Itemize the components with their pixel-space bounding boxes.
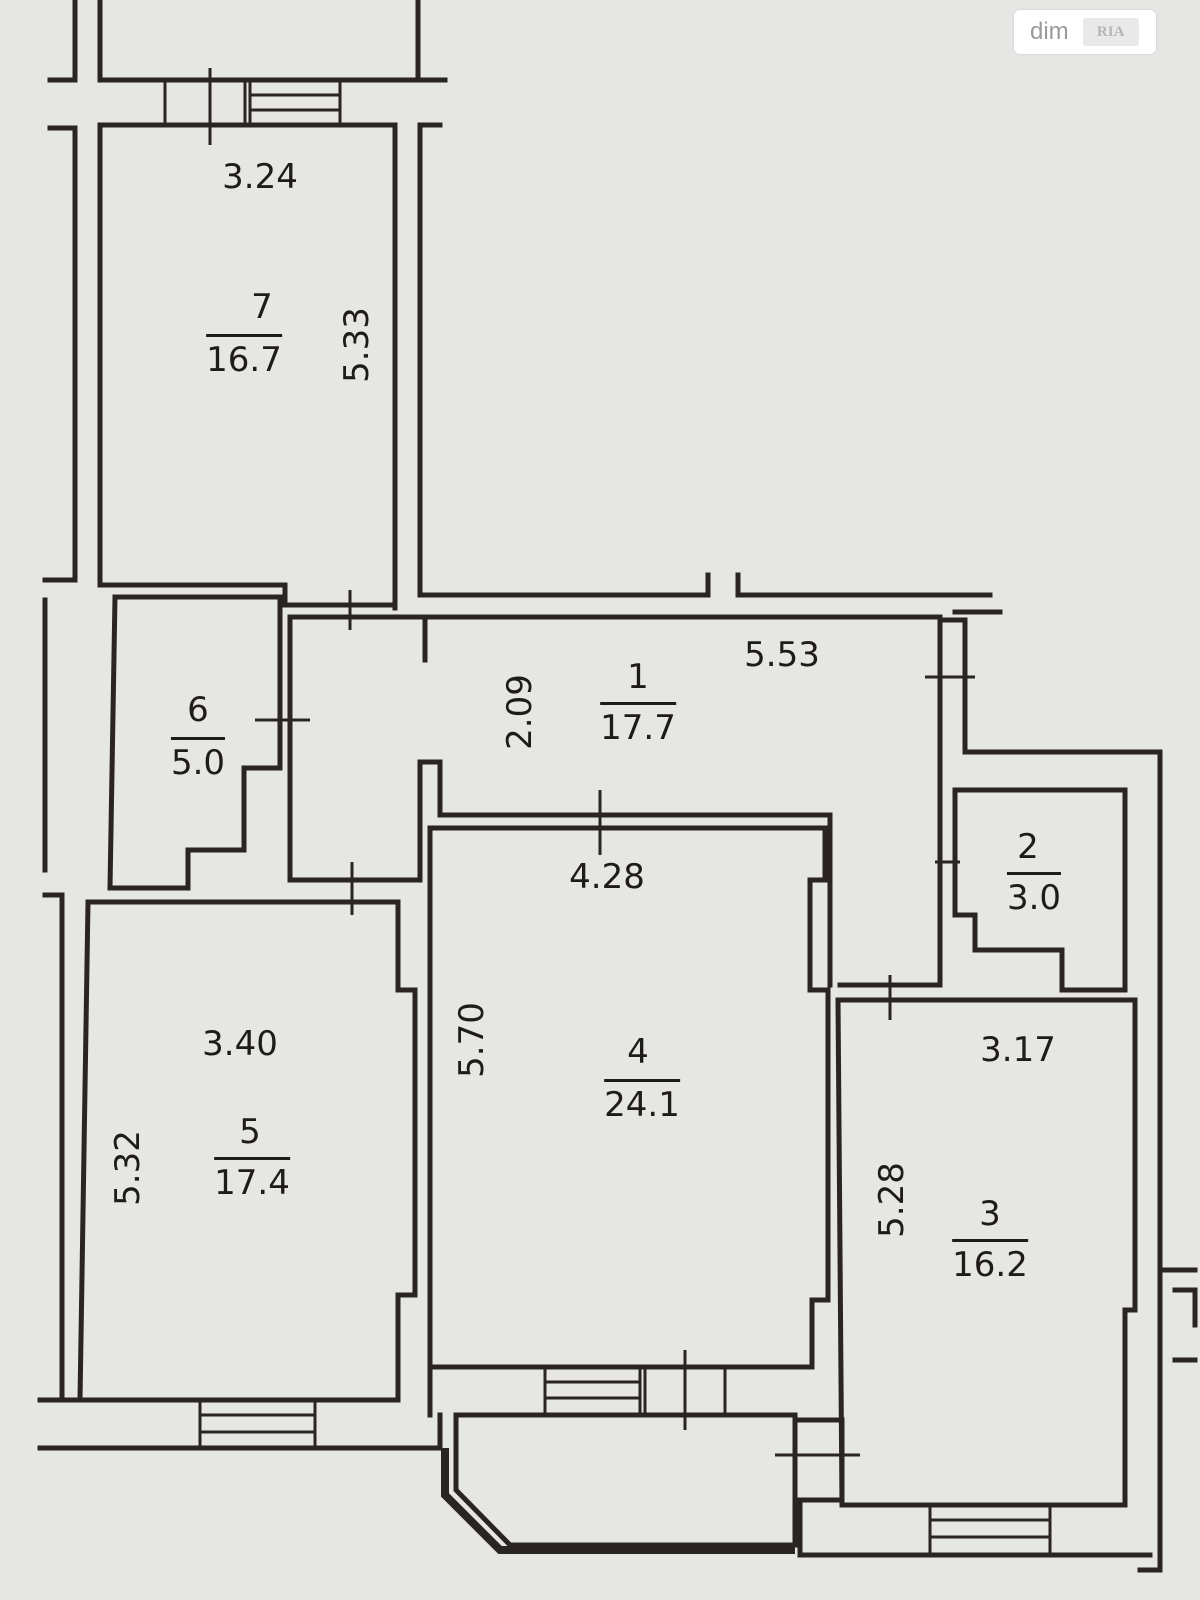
window-room-7	[163, 78, 342, 127]
room-2-number: 2	[1017, 827, 1039, 867]
room-5-width: 3.40	[202, 1024, 278, 1064]
window-room-4	[543, 1365, 727, 1417]
room-1-area: 17.7	[600, 702, 676, 745]
room-2-area: 3.0	[1006, 872, 1062, 915]
room-7-area: 16.7	[206, 334, 282, 377]
door-marks	[208, 68, 975, 1457]
room-3-area: 16.2	[952, 1239, 1028, 1282]
room-5-area: 17.4	[214, 1157, 290, 1200]
room-4-number: 4	[627, 1032, 649, 1072]
room-1-length: 5.53	[744, 635, 820, 675]
window-room-3	[928, 1503, 1052, 1557]
room-3-length: 5.28	[872, 1162, 912, 1238]
room-5-number: 5	[239, 1112, 261, 1152]
room-1-number: 1	[627, 657, 649, 697]
ria-logo: RIA	[1082, 18, 1139, 46]
room-6-area: 5.0	[170, 737, 226, 780]
room-3-width: 3.17	[980, 1030, 1056, 1070]
room-7-length: 5.33	[337, 307, 377, 383]
dim-ria-watermark: dim RIA	[1014, 10, 1156, 54]
room-6-number: 6	[187, 690, 209, 730]
room-4-area: 24.1	[604, 1079, 680, 1122]
room-4-length: 5.70	[452, 1002, 492, 1078]
room-3-number: 3	[979, 1194, 1001, 1234]
walls	[37, 0, 1198, 1573]
room-1-width: 2.09	[500, 674, 540, 750]
room-7-number: 7	[251, 287, 273, 327]
room-7-width: 3.24	[222, 157, 298, 197]
room-4-width: 4.28	[569, 857, 645, 897]
window-room-5	[198, 1398, 317, 1450]
watermark-text: dim	[1030, 18, 1069, 45]
room-5-length: 5.32	[108, 1130, 148, 1206]
